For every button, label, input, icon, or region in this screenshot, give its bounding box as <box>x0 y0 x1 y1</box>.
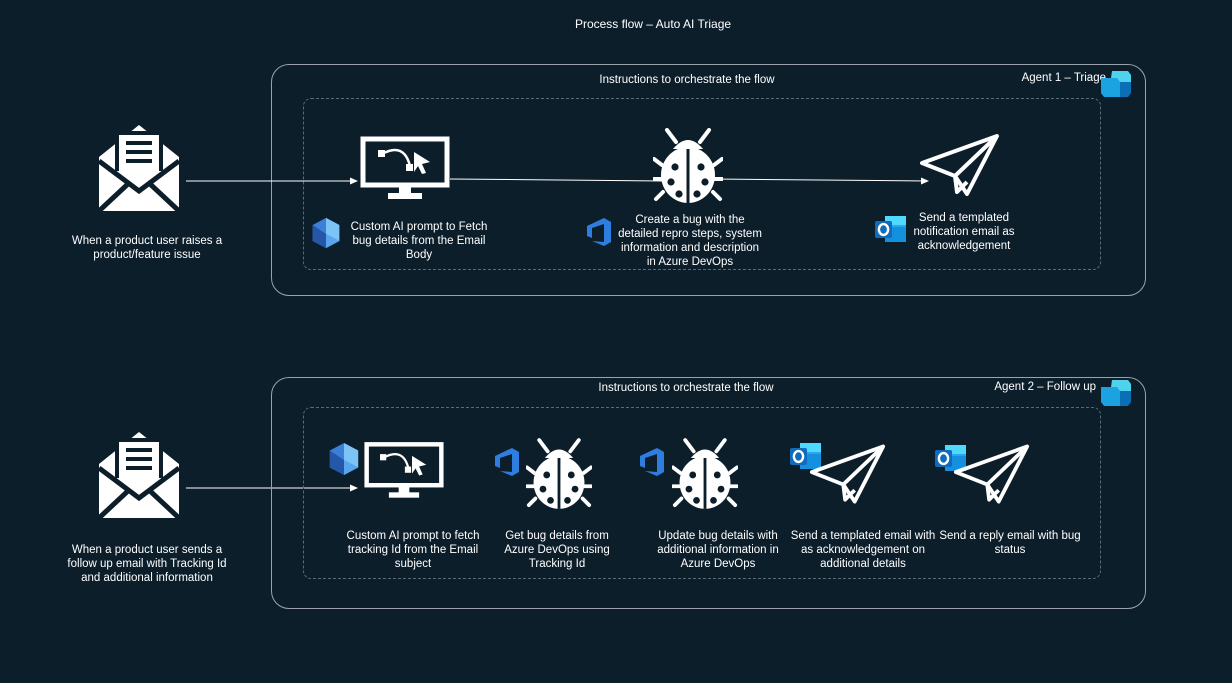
agent2-step2-label: Get bug details from Azure DevOps using … <box>504 530 610 570</box>
arrow-3-head <box>921 177 929 185</box>
agent1-step2-label: Create a bug with the detailed repro ste… <box>618 214 762 268</box>
agent2-name: Agent 2 – Follow up <box>994 381 1096 393</box>
agent2-step4-label: Send a templated email with as acknowled… <box>790 530 936 570</box>
arrow-1-head <box>350 177 358 185</box>
ai-builder-icon <box>310 216 342 250</box>
azure-devops-icon <box>492 446 522 478</box>
agent1-trigger-label: When a product user raises a product/fea… <box>71 235 223 261</box>
monitor-vector-pen-icon <box>364 441 444 501</box>
azure-devops-icon <box>637 446 667 478</box>
agent2-step1-label: Custom AI prompt to fetch tracking Id fr… <box>346 530 480 570</box>
azure-devops-icon <box>584 216 614 248</box>
agent2-trigger-label: When a product user sends a follow up em… <box>67 544 227 584</box>
copilot-icon <box>1100 379 1132 407</box>
agent2-step5-label: Send a reply email with bug status <box>939 530 1081 556</box>
arrow-2 <box>449 178 664 182</box>
agent2-step3-label: Update bug details with additional infor… <box>657 530 779 570</box>
ladybug-icon <box>526 435 592 513</box>
paper-plane-icon <box>919 132 1001 198</box>
agent2-instructions: Instructions to orchestrate the flow <box>598 382 774 394</box>
paper-plane-icon <box>953 442 1031 506</box>
agent2-box <box>271 377 1146 609</box>
agent1-inner-box <box>303 98 1101 270</box>
outlook-icon <box>874 213 908 245</box>
paper-plane-icon <box>809 442 887 506</box>
ladybug-icon <box>672 435 738 513</box>
ai-builder-icon <box>327 441 361 477</box>
arrow-3 <box>714 178 928 182</box>
arrow-4-head <box>350 484 358 492</box>
agent1-instructions: Instructions to orchestrate the flow <box>599 74 775 86</box>
agent1-step1-label: Custom AI prompt to Fetch bug details fr… <box>350 221 488 261</box>
agent2-inner-box <box>303 407 1101 579</box>
ladybug-icon <box>653 125 723 207</box>
agent1-name: Agent 1 – Triage <box>1021 72 1106 84</box>
open-envelope-icon <box>93 426 185 522</box>
page-title: Process flow – Auto AI Triage <box>574 17 732 31</box>
monitor-vector-pen-icon <box>360 136 450 202</box>
agent1-box <box>271 64 1146 296</box>
agent1-step3-label: Send a templated notification email as a… <box>913 212 1015 252</box>
